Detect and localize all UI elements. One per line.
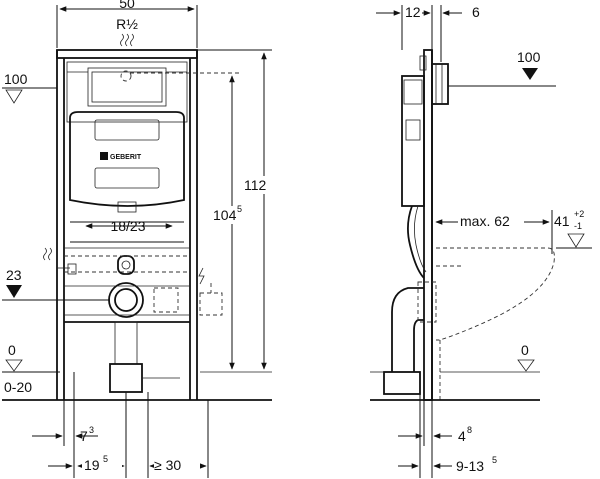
depth-12-label: 12: [405, 4, 421, 20]
side-bottom-dimensions: 4 8 9-13 5: [398, 394, 497, 478]
brand-label: GEBERIT: [110, 154, 142, 161]
offset-7-sup: 3: [89, 425, 94, 435]
side-frame: [370, 49, 555, 401]
max-62-label: max. 62: [460, 213, 510, 229]
tolerance-plus: +2: [574, 209, 584, 219]
level-0-label: 0: [8, 342, 16, 358]
installation-frame: GEBERIT 18/23: [43, 49, 240, 400]
side-level-100-marker: 100: [448, 49, 556, 87]
spacing-label: 18/23: [110, 218, 145, 234]
offset-19-sup: 5: [103, 454, 108, 464]
depth-top-dimensions: 12 6: [376, 4, 480, 62]
width-label: 50: [119, 0, 135, 11]
side-level-0-label: 0: [521, 342, 529, 358]
water-supply-icon: [120, 33, 134, 47]
max-62-dimension: max. 62: [435, 210, 553, 254]
side-level-100-label: 100: [517, 49, 541, 65]
connection-label: R½: [116, 16, 138, 32]
flush-water-icon: [43, 247, 52, 261]
height-41-marker: 41 +2 -1: [554, 209, 592, 249]
depth-6-label: 6: [472, 4, 480, 20]
side-view: 12 6: [370, 4, 592, 478]
electric-icon: [198, 267, 205, 285]
depth-4-label: 4: [458, 428, 466, 444]
height-dimensions: 112 104 5: [197, 49, 272, 370]
offset-19-label: 19: [84, 457, 100, 473]
range-0-20-label: 0-20: [4, 379, 32, 395]
offset-7-label: 7: [80, 428, 88, 444]
min-30-label: ≥ 30: [154, 457, 181, 473]
width-dimension: 50 R½: [56, 0, 198, 48]
level-100-marker: 100: [2, 71, 57, 104]
level-23-label: 23: [6, 267, 22, 283]
depth-4-sup: 8: [467, 425, 472, 435]
bottom-dimensions: 7 3 19 5 ≥ 30: [32, 372, 209, 478]
height-inner-label: 104: [213, 207, 237, 223]
height-total-label: 112: [244, 177, 267, 193]
range-9-sup: 5: [492, 455, 497, 465]
front-view: 50 R½ GEBERIT: [2, 0, 272, 478]
height-41-label: 41: [554, 213, 570, 229]
level-23-marker: 23: [2, 267, 110, 301]
range-9-label: 9-13: [456, 458, 484, 474]
tolerance-minus: -1: [574, 221, 582, 231]
level-0-marker: 0 0-20: [2, 342, 272, 401]
height-inner-sup: 5: [237, 204, 242, 214]
side-level-0-marker: 0: [517, 342, 535, 372]
level-100-label: 100: [4, 71, 28, 87]
